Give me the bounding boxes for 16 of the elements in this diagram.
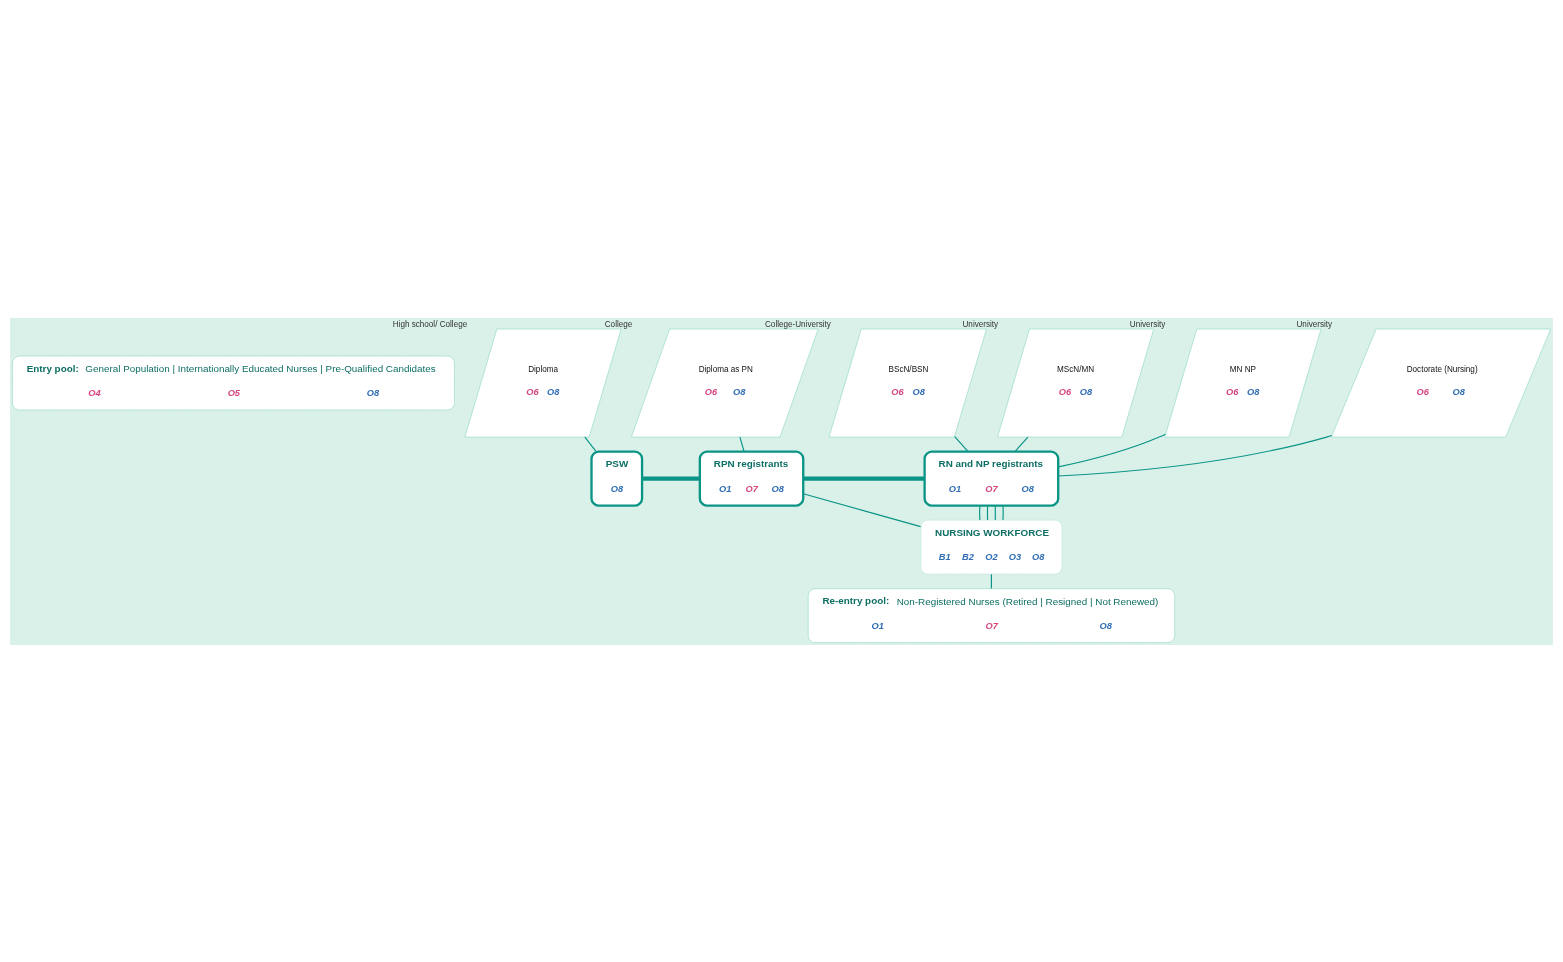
node-box: NURSING WORKFORCE B1 B2 O2 O3 O8 [920,519,1063,575]
connector [954,435,969,452]
node-box: Re-entry pool: Non-Registered Nurses (Retired | Resigned | Not Renewed) O1 O7 O8 [807,587,1176,643]
connector [739,436,745,452]
connector [642,476,700,481]
connector [1014,436,1029,452]
node-box: RPN registrants O1 O7 O8 [698,449,805,507]
connector [584,436,597,452]
connector [802,492,922,527]
node-box: Entry pool: General Population | Internationally Educated Nurses | Pre-Qualified Candidates O4 O5 O8 [12,355,455,410]
connector [803,476,925,481]
connector [1057,434,1333,477]
connector [1057,433,1167,467]
node-box: PSW O8 [590,449,644,507]
connector [1002,504,1004,521]
node-box: RN and NP registrants O1 O7 O8 [923,449,1060,507]
